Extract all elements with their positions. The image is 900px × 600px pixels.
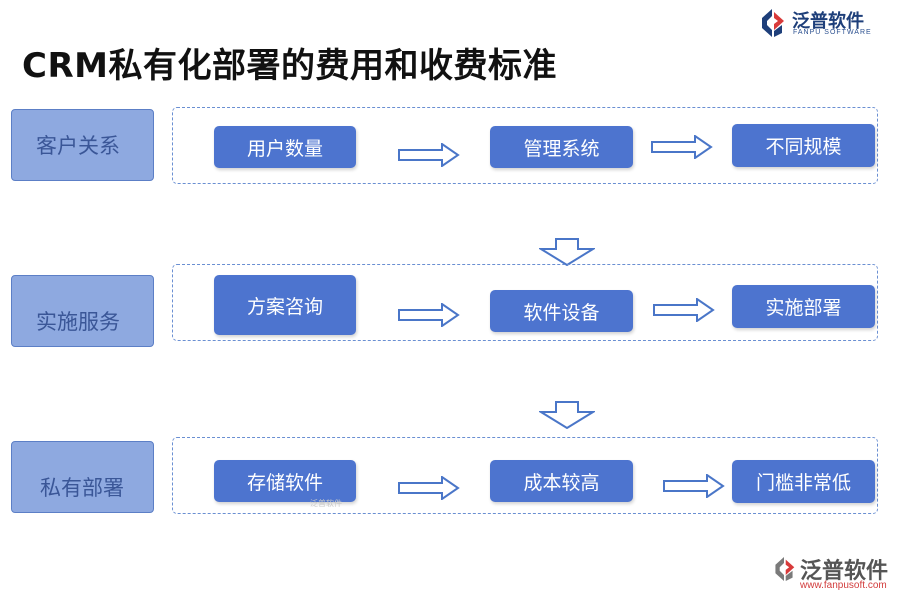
logo-name: 泛普软件 (800, 559, 889, 584)
row-container-3 (172, 437, 878, 514)
fanpu-logo-top: 泛普软件 FANPU SOFTWARE (758, 6, 888, 40)
row-container-1 (172, 107, 878, 184)
fanpu-logo-bottom: 泛普软件 www.fanpusoft.com (772, 553, 896, 597)
hollow-right-arrow-icon (663, 474, 725, 498)
hollow-right-arrow-icon (398, 143, 460, 167)
fanpu-logo-icon (775, 557, 795, 581)
step-very-low-threshold: 门槛非常低 (732, 460, 875, 503)
logo-subtitle: FANPU SOFTWARE (793, 29, 872, 36)
logo-name: 泛普软件 (792, 11, 864, 32)
row-label-text: 私有部署 (40, 476, 124, 500)
hollow-down-arrow-icon (539, 401, 595, 429)
hollow-right-arrow-icon (651, 135, 713, 159)
row-label-implementation-service: 实施服务 (11, 275, 154, 347)
hollow-right-arrow-icon (398, 303, 460, 327)
step-solution-consulting: 方案咨询 (214, 275, 356, 335)
row-label-text: 实施服务 (36, 310, 120, 334)
step-user-count: 用户数量 (214, 126, 356, 168)
row-label-customer-relations: 客户关系 (11, 109, 154, 181)
hollow-right-arrow-icon (653, 298, 715, 322)
page-title: CRM私有化部署的费用和收费标准 (22, 46, 557, 86)
watermark-text: 泛普软件 (310, 499, 342, 508)
step-implementation-deployment: 实施部署 (732, 285, 875, 328)
hollow-down-arrow-icon (539, 238, 595, 266)
logo-url: www.fanpusoft.com (800, 580, 887, 591)
row-label-private-deployment: 私有部署 (11, 441, 154, 513)
step-different-scale: 不同规模 (732, 124, 875, 167)
row-container-2 (172, 264, 878, 341)
hollow-right-arrow-icon (398, 476, 460, 500)
step-management-system: 管理系统 (490, 126, 633, 168)
row-label-text: 客户关系 (36, 134, 120, 158)
fanpu-logo-icon (762, 9, 784, 37)
step-storage-software: 存储软件 (214, 460, 356, 502)
step-higher-cost: 成本较高 (490, 460, 633, 502)
step-software-equipment: 软件设备 (490, 290, 633, 332)
